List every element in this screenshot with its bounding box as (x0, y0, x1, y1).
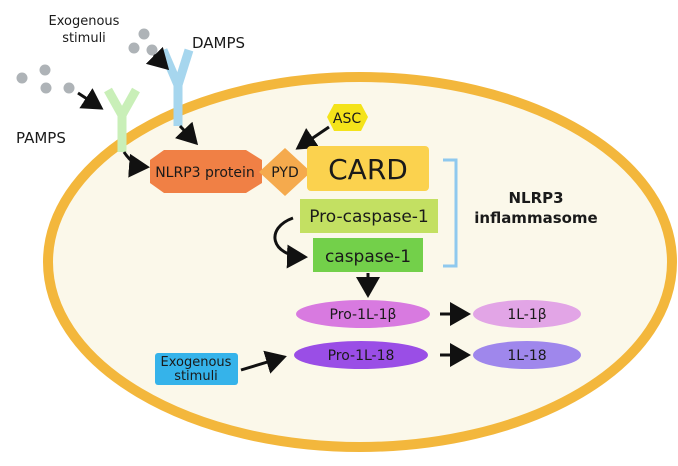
pro-il-1b-label: Pro-1L-1β (330, 307, 397, 323)
arrow-asc-to-pyd (295, 125, 330, 150)
arrow-activation-curve (273, 216, 308, 269)
pamps-label: PAMPS (16, 129, 66, 147)
asc-adaptor (327, 104, 368, 131)
arrow-pamps-to-nlrp3 (122, 151, 150, 178)
arrow-damps-to-nlrp3 (174, 121, 199, 146)
card-label: CARD (328, 153, 408, 186)
inflammasome-bracket (443, 158, 458, 268)
il-18-label: 1L-18 (507, 348, 546, 364)
pro-caspase-1-label: Pro-caspase-1 (309, 207, 429, 227)
arrow-exogenous-to-pro-il18 (240, 350, 287, 374)
exogenous-stimuli-box-line2: stimuli (174, 369, 218, 384)
pro-il-18 (294, 341, 428, 369)
arrow-damps-particles-to-receptor (145, 46, 170, 71)
inflammasome-label-line1: NLRP3 (508, 189, 563, 207)
pyd-label: PYD (271, 165, 298, 181)
exogenous-stimuli-box (155, 353, 238, 385)
pamps-receptor (104, 87, 140, 152)
caspase-1-label: caspase-1 (325, 247, 411, 267)
card-domain (307, 146, 429, 191)
il-1b-label: 1L-1β (507, 307, 546, 323)
caspase-1 (313, 238, 423, 272)
damps-particles (128, 28, 158, 56)
pro-il-1b (296, 300, 430, 328)
exogenous-stimuli-top-label-line2: stimuli (62, 31, 106, 46)
pro-caspase-1 (300, 199, 438, 233)
pamps-particles (16, 64, 75, 94)
nlrp3-protein-label: NLRP3 protein (155, 165, 255, 181)
il-1b (473, 300, 581, 328)
il-18 (473, 341, 581, 369)
exogenous-stimuli-box-line1: Exogenous (161, 355, 232, 370)
nlrp3-protein (150, 150, 262, 193)
exogenous-stimuli-top-label-line1: Exogenous (49, 14, 120, 29)
pyd-domain (259, 148, 311, 196)
asc-label: ASC (333, 111, 361, 127)
damps-label: DAMPS (192, 34, 245, 52)
inflammasome-label-line2: inflammasome (474, 209, 597, 227)
arrow-pamps-particles-to-receptor (77, 88, 104, 110)
pro-il-18-label: Pro-1L-18 (328, 348, 395, 364)
